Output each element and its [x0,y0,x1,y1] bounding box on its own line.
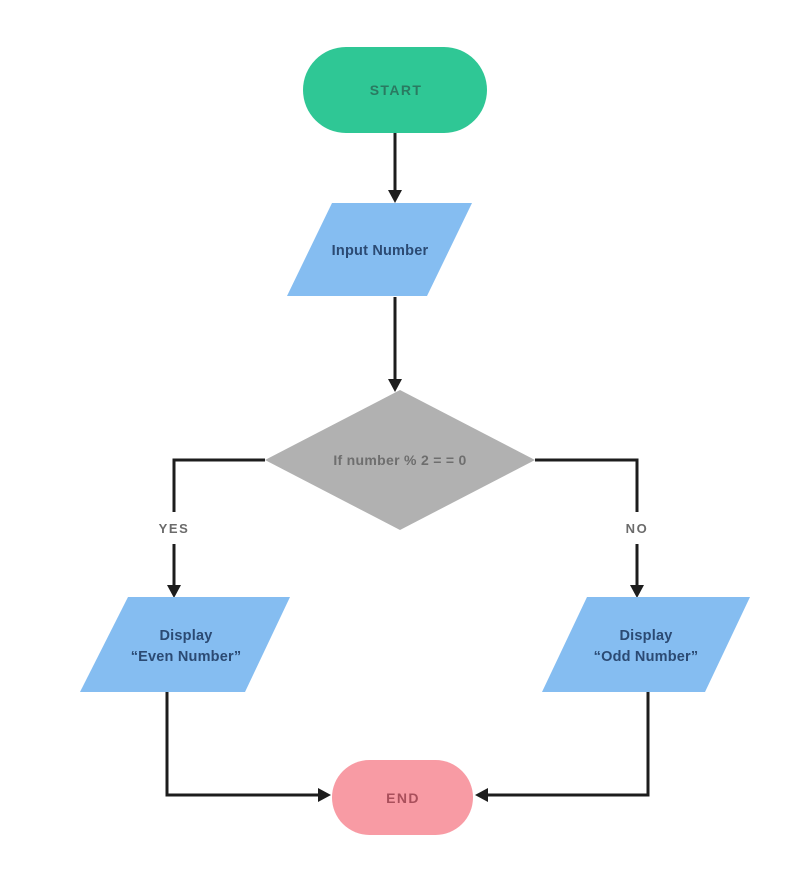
edge-decision-no-upper [535,458,639,512]
arrowhead-yes-to-even [167,585,181,598]
display-even-node [80,597,290,692]
input-number-label: Input Number [332,243,429,259]
arrowheads [167,190,644,802]
arrowhead-even-to-end [318,788,331,802]
arrowhead-input-to-decision [388,379,402,392]
start-node-label: START [370,82,423,98]
edge-decision-yes-upper [172,458,265,512]
display-odd-node [542,597,750,692]
display-even-label-line1: Display [160,628,213,644]
end-node-label: END [386,790,420,806]
edge-even-to-end [165,692,318,797]
display-odd-label-line1: Display [620,628,673,644]
edge-odd-to-end [488,692,650,797]
yes-branch-label: YES [159,521,190,536]
decision-node [265,390,535,530]
start-node [303,47,487,133]
display-even-label-line2: “Even Number” [131,649,242,665]
arrowhead-start-to-input [388,190,402,203]
input-number-node [287,203,472,296]
arrowhead-odd-to-end [475,788,488,802]
arrowhead-no-to-odd [630,585,644,598]
decision-label: If number % 2 = = 0 [333,452,466,468]
no-branch-label: NO [626,521,649,536]
edges [165,133,650,797]
display-odd-label-line2: “Odd Number” [594,649,699,665]
end-node [332,760,473,835]
